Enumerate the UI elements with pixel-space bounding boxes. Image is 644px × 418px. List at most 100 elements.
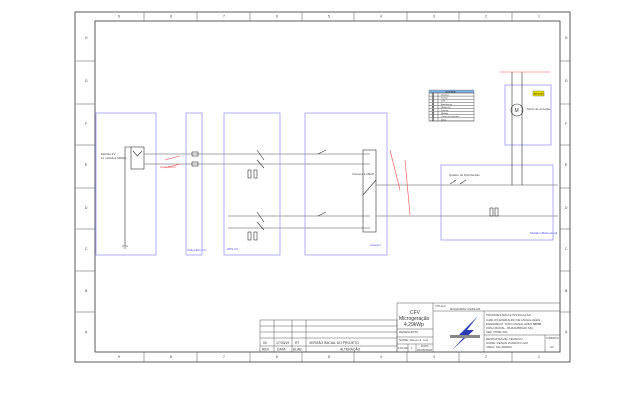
row-label: D (565, 206, 568, 210)
column-label: 6 (276, 355, 278, 359)
outer-frame (74, 11, 571, 363)
title-label: TÍTULO (435, 304, 446, 308)
dps-icon (247, 231, 252, 241)
legend-item: Inversor (441, 110, 449, 112)
switch-icon (256, 211, 265, 231)
dps-icon (253, 231, 258, 241)
responsible-name: NOME: RENAN ZANDON LUIZ (486, 341, 528, 345)
title-block: CFV Microgeração 4,29kWp DESENHISTA NOME… (396, 302, 561, 353)
legend-symbol-icon (431, 108, 435, 112)
owner-address: ENDEREÇO: SITIO MAGALHÃES 88888 (486, 321, 542, 326)
pv-label: Módulo FV (101, 152, 116, 156)
owner-header: PROPRIETÁRIO E INSTALAÇÃO (486, 312, 532, 317)
dps-icon (253, 169, 258, 179)
motor-symbol: M (515, 108, 519, 114)
sheet-label: FOLHA (398, 346, 408, 350)
dps-icon (489, 207, 494, 217)
ground-icon (122, 245, 128, 249)
row-label: A (85, 330, 88, 334)
legend-title: LEGENDA (445, 91, 456, 94)
dps-box (223, 112, 281, 256)
legend-item: Aterramento (441, 103, 453, 106)
format-label: FORMATO (546, 336, 559, 340)
designer-label: DESENHISTA (399, 330, 418, 334)
header-date: DATA (277, 348, 286, 352)
legend-symbol-icon (431, 115, 435, 118)
fuse-icon (191, 161, 199, 167)
date-label: DATA (421, 344, 429, 348)
legend-symbol-icon (431, 118, 435, 121)
title-value: DIAGRAMA UNIFILAR (450, 307, 481, 311)
project-line3: 4,29kWp (404, 322, 424, 328)
responsible-crea: CREA: MG 000000 (486, 345, 512, 349)
column-label: 7 (223, 15, 225, 19)
header-elab: ELAB. (293, 348, 303, 352)
revision-table: 00 17/03/19 RT VERSÃO INICIAL DO PROJETO… (259, 319, 398, 353)
legend-symbol-icon (431, 99, 435, 103)
inverter-box (304, 112, 388, 256)
owner-name: CARLOS EVERALDO DE MAGALHÃES (486, 317, 540, 322)
company-logo (450, 316, 480, 350)
dps-icon (247, 169, 252, 179)
legend-symbol-icon (431, 102, 435, 106)
warning-sign (532, 90, 545, 97)
row-label: B (565, 289, 568, 293)
row-label: E (565, 163, 568, 167)
revision-change: VERSÃO INICIAL DO PROJETO (309, 340, 359, 345)
pv-array-box (95, 112, 157, 256)
row-label: D (85, 206, 88, 210)
designer-name: NOME: Renan Z. Luiz (399, 338, 429, 342)
ac-cable-annotation (389, 149, 411, 216)
row-label: G (85, 79, 88, 83)
revision-number: 00 (263, 341, 267, 345)
column-label: 9 (118, 355, 120, 359)
column-label: 1 (538, 15, 540, 19)
legend-item: Medidor (441, 113, 449, 115)
switch-icon (256, 149, 265, 169)
column-label: 1 (538, 355, 540, 359)
warning-label: ATENÇÃO (534, 93, 544, 96)
project-line1: CFV (410, 310, 421, 316)
legend-symbol-icon (431, 105, 435, 109)
responsible-header: RESPONSÁVEL TÉCNICO (486, 336, 523, 341)
legend-symbol-icon (431, 96, 435, 99)
legend-item: DPS (441, 101, 446, 103)
row-label: C (85, 247, 88, 251)
column-label: 3 (433, 355, 435, 359)
breaker-icon (449, 179, 467, 185)
owner-cep: CEP 37890-000 (486, 330, 508, 334)
column-label: 2 (485, 355, 487, 359)
column-label: 5 (328, 15, 330, 19)
stringbox-box (185, 112, 203, 256)
cable-note: Cabo 6mm² (160, 165, 176, 169)
legend-item: Módulo FV (441, 107, 451, 109)
pv-module-symbol (130, 146, 145, 170)
sheet-number: 1 (411, 346, 413, 350)
column-label: 8 (170, 355, 172, 359)
distribution-label: Quadro de Distribuição (449, 173, 480, 177)
column-label: 5 (328, 355, 330, 359)
column-label: 7 (223, 355, 225, 359)
switch-icon (317, 149, 327, 217)
header-change: ALTERAÇÃO (340, 347, 361, 352)
inverter-label: Inversor (370, 243, 381, 247)
row-label: F (85, 122, 87, 126)
column-label: 4 (380, 355, 382, 359)
dps-icon (494, 207, 499, 217)
legend-symbol-icon (431, 93, 435, 96)
column-label: 9 (118, 15, 120, 19)
motor-icon (510, 103, 524, 117)
meter-label: Medidor Bidirecional (530, 231, 558, 235)
row-label: G (565, 79, 568, 83)
header-rev: REV. (262, 348, 270, 352)
owner-city: ZONA RURAL, MUZAMBINHO MG (486, 326, 534, 330)
inverter-desc: Inversor 4,29kW (352, 172, 374, 176)
row-label: C (565, 247, 568, 251)
stringbox-label: String Box CC (187, 248, 207, 252)
project-line2: Microgeração (399, 316, 430, 322)
distribution-box (440, 164, 554, 241)
